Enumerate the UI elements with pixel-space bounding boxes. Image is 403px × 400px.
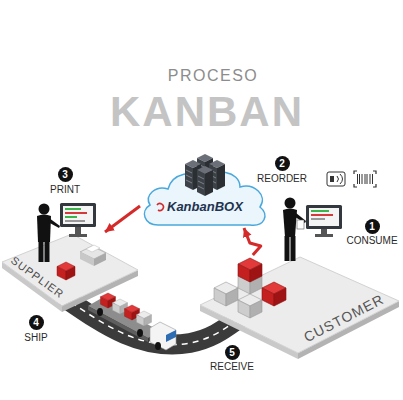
- platform-top: [2, 234, 138, 306]
- cloud-logo-icon: [157, 204, 163, 211]
- step-label: RECEIVE: [210, 361, 254, 373]
- customer-workstation: [306, 205, 342, 237]
- node-label: KanbanBOX: [167, 200, 243, 215]
- customer-person: [283, 198, 306, 262]
- supplier-workstation: [60, 203, 96, 237]
- barcode-icon: [354, 171, 376, 187]
- step-label: PRINT: [50, 184, 80, 196]
- supplier-person: [37, 204, 60, 263]
- rfid-icon: [327, 172, 345, 186]
- cloud-shape: [144, 172, 265, 225]
- printer: [80, 245, 106, 266]
- callout-number: 1: [365, 219, 380, 234]
- step-label: SHIP: [24, 332, 47, 344]
- step-label: REORDER: [257, 173, 307, 185]
- step-label: CONSUME: [346, 235, 397, 247]
- customer-boxes: [214, 258, 286, 318]
- cloud-node: KanbanBOX: [140, 165, 270, 228]
- truck: [88, 293, 176, 350]
- connector: [244, 228, 261, 255]
- server-rack: [185, 154, 225, 196]
- title: KANBAN: [110, 91, 304, 133]
- callout-number: 3: [58, 167, 73, 182]
- connector: [105, 206, 140, 232]
- cloud-node-outline: [140, 165, 270, 228]
- supplier-box: [57, 262, 75, 280]
- supplier-platform: SUPPLIER: [0, 232, 140, 314]
- subtitle: PROCESO: [168, 67, 259, 85]
- callout-number: 5: [225, 345, 240, 360]
- callout-number: 2: [275, 156, 290, 171]
- callout-number: 4: [29, 315, 44, 330]
- platform-top: [200, 257, 399, 353]
